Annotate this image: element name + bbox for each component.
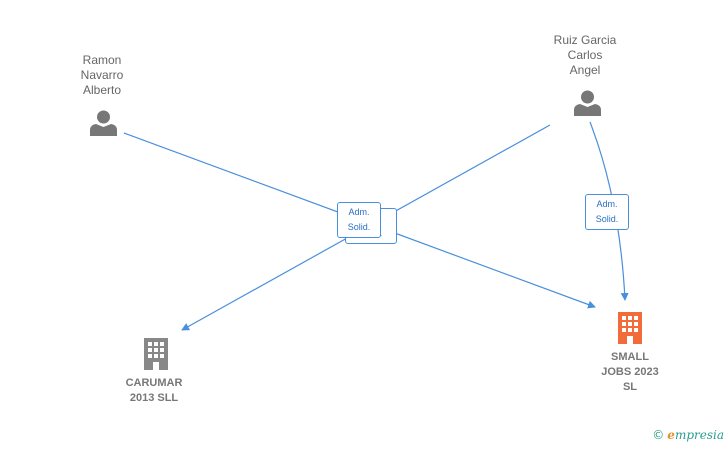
brand-logo: ©empresia	[652, 428, 724, 442]
company-label-carumar[interactable]: CARUMAR 2013 SLL	[108, 376, 200, 406]
edge-label-line: Adm.	[348, 207, 370, 217]
name-line: 2013 SLL	[129, 392, 179, 404]
name-line: Ramon	[82, 53, 122, 67]
name-line: JOBS 2023	[601, 366, 659, 378]
person-icon[interactable]	[573, 88, 602, 117]
company-label-small-jobs[interactable]: SMALL JOBS 2023 SL	[590, 350, 670, 395]
edge-label-line: Solid.	[595, 214, 619, 224]
name-line: Angel	[569, 63, 601, 77]
name-line: Ruiz Garcia	[553, 33, 617, 47]
person-label-ruiz[interactable]: Ruiz Garcia Carlos Angel	[540, 33, 630, 78]
brand-name: mpresia	[674, 428, 724, 442]
name-line: Alberto	[82, 83, 122, 97]
edge-label-ruiz-small-jobs: Adm. Solid.	[585, 194, 629, 230]
name-line: Navarro	[80, 68, 124, 82]
edge-label-line: Solid.	[347, 222, 371, 232]
name-line: SMALL	[611, 351, 649, 363]
name-line: SL	[622, 381, 638, 393]
person-icon[interactable]	[89, 108, 118, 137]
building-icon[interactable]	[615, 311, 645, 345]
person-label-ramon[interactable]: Ramon Navarro Alberto	[62, 53, 142, 98]
brand-e: e	[667, 428, 675, 442]
name-line: CARUMAR	[125, 377, 183, 389]
edge-label-line: Adm.	[596, 199, 618, 209]
building-icon[interactable]	[141, 337, 171, 371]
name-line: Carlos	[567, 48, 603, 62]
copyright-symbol: ©	[652, 428, 665, 442]
edge-label-ramon-small-jobs: Adm. Solid.	[337, 202, 381, 238]
